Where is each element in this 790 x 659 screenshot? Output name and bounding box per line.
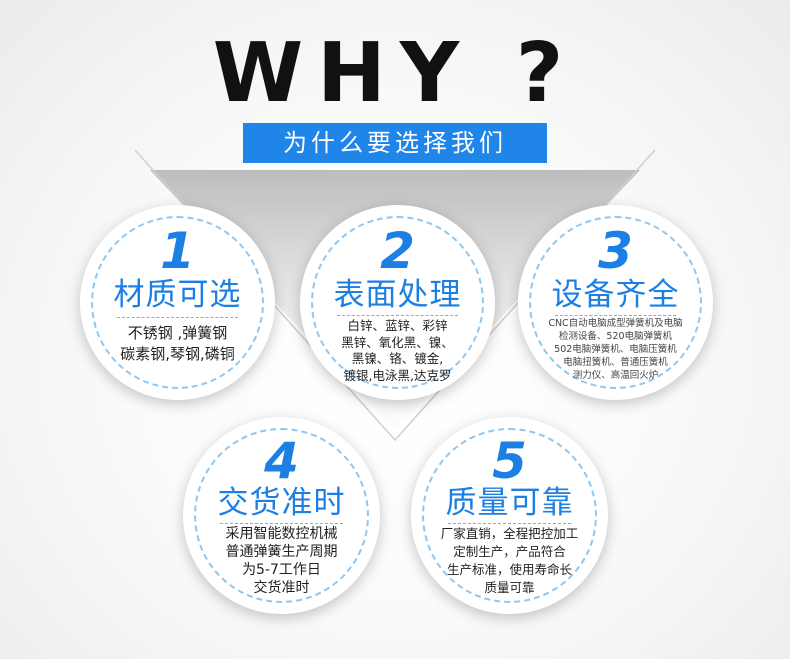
feature-title: 设备齐全 xyxy=(551,277,680,313)
feature-title: 材质可选 xyxy=(113,277,242,313)
feature-description: 采用智能数控机械 普通弹簧生产周期 为5-7工作日 交货准时 xyxy=(225,526,338,596)
feature-description: CNC自动电脑成型弹簧机及电脑 检测设备、520电脑弹簧机 502电脑弹簧机、电… xyxy=(548,318,683,381)
feature-title: 质量可靠 xyxy=(445,485,574,521)
feature-circle-5: 5 质量可靠 厂家直销，全程把控加工 定制生产，产品符合 生产标准，使用寿命长 … xyxy=(411,417,608,614)
subtitle-banner: 为什么要选择我们 xyxy=(243,123,547,163)
divider xyxy=(220,523,343,524)
feature-title: 表面处理 xyxy=(333,277,462,313)
feature-description: 厂家直销，全程把控加工 定制生产，产品符合 生产标准，使用寿命长 质量可靠 xyxy=(440,526,579,595)
dashed-ring xyxy=(91,216,264,389)
divider xyxy=(448,523,571,524)
feature-description: 不锈钢 ,弹簧钢 碳素钢,琴钢,磷铜 xyxy=(120,324,235,363)
feature-description: 白锌、蓝锌、彩锌 黑锌、氧化黑、镍、 黑镍、铬、镀金, 镀银,电泳黑,达克罗 xyxy=(341,318,454,383)
divider xyxy=(117,317,238,318)
dashed-ring xyxy=(311,216,484,389)
feature-number: 3 xyxy=(598,222,633,280)
feature-number: 4 xyxy=(264,432,299,490)
divider xyxy=(337,315,458,316)
feature-number: 5 xyxy=(492,432,527,490)
feature-number: 1 xyxy=(160,222,195,280)
feature-circle-4: 4 交货准时 采用智能数控机械 普通弹簧生产周期 为5-7工作日 交货准时 xyxy=(183,417,380,614)
dashed-ring xyxy=(529,216,702,389)
page-heading: WHY ? xyxy=(212,26,578,121)
feature-circle-2: 2 表面处理 白锌、蓝锌、彩锌 黑锌、氧化黑、镍、 黑镍、铬、镀金, 镀银,电泳… xyxy=(300,205,495,400)
dashed-ring xyxy=(194,428,369,603)
dashed-ring xyxy=(422,428,597,603)
feature-title: 交货准时 xyxy=(217,485,346,521)
divider xyxy=(555,315,676,316)
feature-circle-3: 3 设备齐全 CNC自动电脑成型弹簧机及电脑 检测设备、520电脑弹簧机 502… xyxy=(518,205,713,400)
feature-circle-1: 1 材质可选 不锈钢 ,弹簧钢 碳素钢,琴钢,磷铜 xyxy=(80,205,275,400)
feature-number: 2 xyxy=(380,222,415,280)
